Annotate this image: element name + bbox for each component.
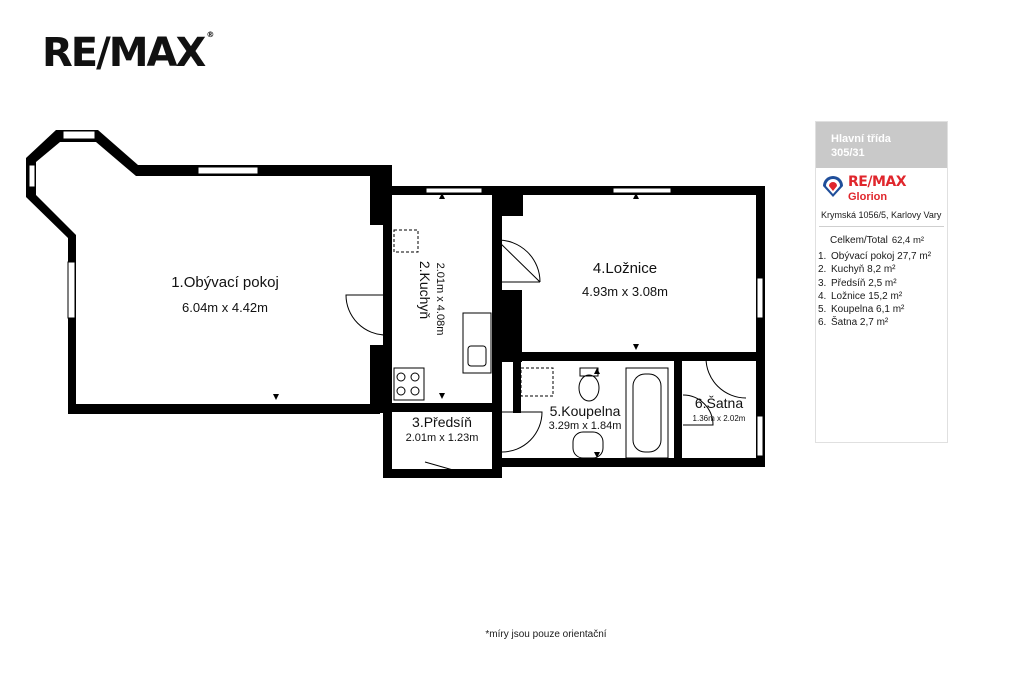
- list-item: 4.Ložnice 15,2 m²: [818, 290, 903, 302]
- list-item: 5.Koupelna 6,1 m²: [818, 304, 905, 316]
- room-1-dims: 6.04m x 4.42m: [182, 300, 268, 315]
- room-1-name: 1.Obývací pokoj: [171, 274, 279, 291]
- room-5-dims: 3.29m x 1.84m: [548, 420, 622, 432]
- room-4-name: 4.Ložnice: [592, 260, 658, 277]
- panel-header: Hlavní třída 305/31: [816, 122, 947, 168]
- room-area-list: 1.Obývací pokoj 27,7 m² 2.Kuchyň 8,2 m² …: [816, 250, 947, 330]
- room-6-name: 6.Šatna: [694, 395, 744, 411]
- total-label: Celkem/Total: [830, 235, 888, 246]
- list-item: 6.Šatna 2,7 m²: [818, 317, 889, 329]
- panel-header-number: 305/31: [831, 147, 865, 159]
- room-6-dims: 1.36m x 2.02m: [692, 414, 746, 423]
- list-item: 3.Předsíň 2,5 m²: [818, 277, 897, 289]
- dimension-markers: [273, 170, 639, 458]
- room-2-dims: 2.01m x 4.08m: [434, 262, 446, 336]
- list-item: 2.Kuchyň 8,2 m²: [818, 264, 896, 276]
- brand: RE/MAX Glorion: [816, 168, 947, 208]
- footnote: *míry jsou pouze orientační: [485, 629, 607, 640]
- info-panel: Hlavní třída 305/31 RE/MAX Glorion Kryms…: [815, 121, 948, 443]
- windows: [28, 130, 764, 457]
- doors: [345, 239, 747, 473]
- brand-sub: Glorion: [848, 191, 888, 203]
- room-5-name: 5.Koupelna: [549, 403, 621, 419]
- room-2-name: 2.Kuchyň: [417, 260, 433, 320]
- address: Krymská 1056/5, Karlovy Vary: [819, 208, 944, 227]
- total-value: 62,4 m²: [891, 235, 925, 246]
- room-4-dims: 4.93m x 3.08m: [582, 284, 668, 299]
- room-3-name: 3.Předsíň: [412, 414, 472, 430]
- balloon-icon: [823, 176, 843, 197]
- list-item: 1.Obývací pokoj 27,7 m²: [818, 251, 932, 262]
- room-3-dims: 2.01m x 1.23m: [405, 432, 479, 444]
- brand-name: RE/MAX: [848, 174, 907, 190]
- remax-logo: RE/MAX®: [42, 30, 215, 76]
- fixtures: [393, 229, 669, 459]
- panel-header-street: Hlavní třída: [831, 133, 891, 145]
